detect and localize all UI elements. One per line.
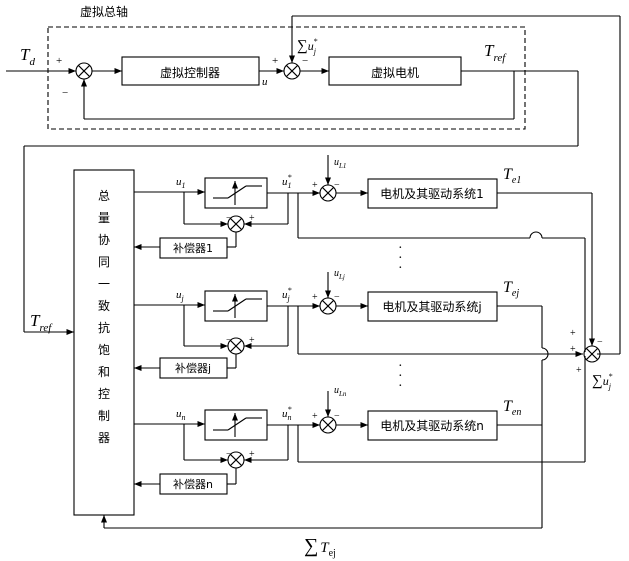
- virtual-axis-frame: [48, 27, 525, 129]
- sum-tej-label: ∑Tej: [304, 535, 336, 559]
- svg-text:−: −: [597, 337, 603, 348]
- u1-label: u1: [176, 176, 186, 190]
- svg-text:器: 器: [98, 431, 110, 445]
- svg-text:控: 控: [98, 387, 110, 401]
- virtual-motor-label: 虚拟电机: [371, 66, 419, 80]
- te1-label: Te1: [503, 166, 521, 186]
- svg-text:饱: 饱: [98, 342, 110, 357]
- svg-text:−: −: [62, 87, 68, 99]
- uLj-label: uLj: [334, 268, 345, 281]
- svg-text:量: 量: [98, 211, 110, 225]
- motor-j-label: 电机及其驱动系统j: [382, 300, 481, 314]
- virtual-controller-label: 虚拟控制器: [160, 66, 220, 80]
- svg-text:·: ·: [398, 261, 403, 276]
- svg-text:致: 致: [98, 299, 110, 313]
- svg-text:−: −: [226, 213, 232, 224]
- svg-text:同: 同: [98, 255, 110, 269]
- svg-text:−: −: [302, 55, 308, 67]
- svg-text:+: +: [570, 328, 576, 339]
- u-label: u: [262, 76, 268, 88]
- uL1-label: uL1: [334, 157, 346, 170]
- svg-text:−: −: [334, 292, 340, 303]
- svg-text:一: 一: [98, 277, 110, 291]
- comp-j-label: 补偿器j: [175, 361, 211, 375]
- motor-1-label: 电机及其驱动系统1: [380, 187, 484, 201]
- uj-label: uj: [176, 289, 185, 303]
- un-label: un: [176, 408, 186, 422]
- un-star-label: u*n: [282, 405, 292, 422]
- svg-text:抗: 抗: [98, 320, 110, 335]
- tref-label-left: Tref: [30, 311, 53, 334]
- svg-text:−: −: [226, 449, 232, 460]
- svg-text:+: +: [576, 365, 582, 376]
- svg-text:·: ·: [398, 379, 403, 394]
- svg-text:−: −: [226, 335, 232, 346]
- comp-n-label: 补偿器n: [173, 477, 213, 491]
- controller-vertical-label: 总 量 协 同 一 致 抗 饱 和 控 制 器: [98, 189, 110, 445]
- svg-text:+: +: [312, 180, 318, 191]
- svg-text:+: +: [56, 55, 62, 67]
- td-label: Td: [20, 45, 35, 68]
- sum-uj-label-right: ∑u*j: [592, 372, 613, 391]
- ten-label: Ten: [503, 398, 521, 418]
- u1-star-label: u*1: [282, 173, 292, 190]
- svg-text:总: 总: [98, 189, 110, 203]
- sum-uj-label-top: ∑u*j: [297, 37, 318, 56]
- svg-text:+: +: [249, 335, 255, 346]
- uLn-label: uLn: [334, 385, 347, 398]
- uj-star-label: u*j: [282, 286, 292, 303]
- svg-text:−: −: [334, 180, 340, 191]
- svg-text:+: +: [272, 55, 278, 67]
- svg-text:+: +: [312, 292, 318, 303]
- motor-n-label: 电机及其驱动系统n: [380, 419, 484, 433]
- comp-1-label: 补偿器1: [173, 241, 213, 255]
- svg-text:+: +: [249, 213, 255, 224]
- svg-text:−: −: [334, 411, 340, 422]
- svg-text:和: 和: [98, 365, 110, 379]
- svg-text:+: +: [249, 449, 255, 460]
- tref-label-top: Tref: [484, 41, 507, 64]
- virtual-axis-title: 虚拟总轴: [80, 4, 128, 19]
- svg-text:制: 制: [98, 409, 110, 423]
- svg-text:+: +: [570, 344, 576, 355]
- svg-text:+: +: [312, 411, 318, 422]
- svg-text:协: 协: [98, 232, 110, 247]
- tej-label: Tej: [503, 279, 519, 299]
